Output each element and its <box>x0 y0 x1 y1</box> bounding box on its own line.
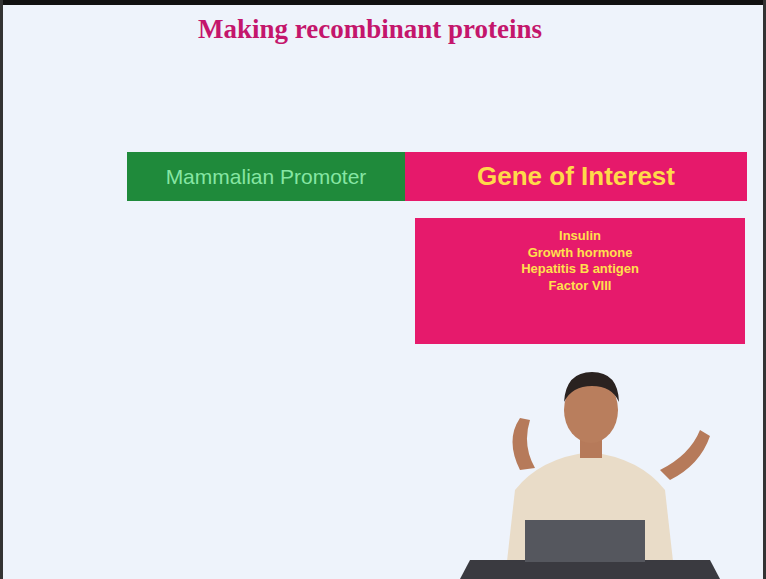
example-list-box: InsulinGrowth hormoneHepatitis B antigen… <box>415 218 745 344</box>
frame-right <box>763 0 766 579</box>
presenter-shirt <box>505 452 675 579</box>
laptop-screen <box>525 520 645 562</box>
frame-top <box>0 0 766 5</box>
presenter-right-hand <box>660 430 710 480</box>
presenter-left-hand <box>513 418 536 470</box>
box-label: Insulin <box>559 228 601 244</box>
gene-box: Gene of Interest <box>405 152 747 201</box>
presenter-illustration <box>460 372 720 579</box>
slide-title: Making recombinant proteins <box>130 14 610 45</box>
laptop <box>460 560 720 579</box>
box-label: Mammalian Promoter <box>166 164 367 189</box>
promoter-box: Mammalian Promoter <box>127 152 405 201</box>
frame-left <box>0 0 3 579</box>
box-label: Factor VIII <box>549 278 612 294</box>
box-label: Gene of Interest <box>477 161 675 192</box>
box-label: Growth hormone <box>528 245 633 261</box>
box-label: Hepatitis B antigen <box>521 261 639 277</box>
presenter-hair <box>564 372 619 402</box>
